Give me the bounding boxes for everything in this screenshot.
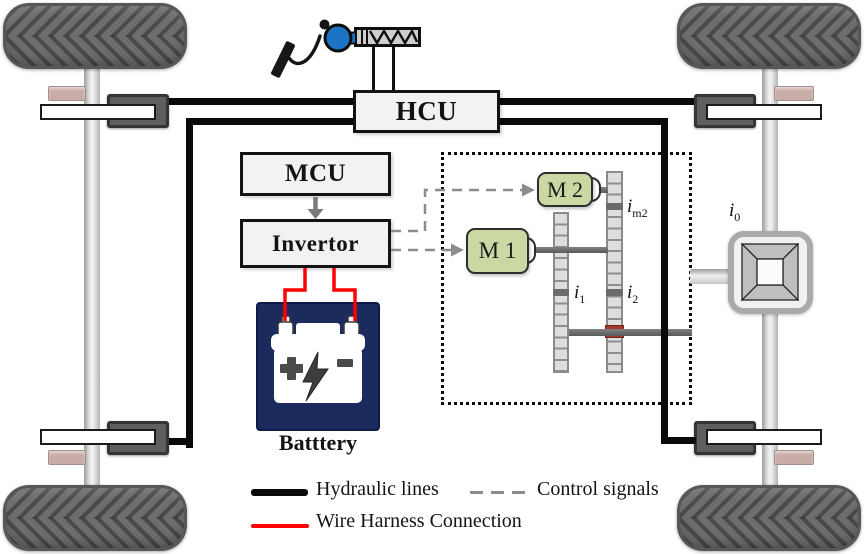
ratio-label-im2: im2: [627, 196, 648, 221]
ratio-label-i0: i0: [729, 200, 740, 225]
brake-bracket-rear-right: [706, 429, 822, 445]
invertor-label: Invertor: [271, 230, 360, 256]
hydraulic-line-rear-left-stub: [165, 438, 193, 445]
battery-icon: [256, 302, 380, 431]
hydraulic-line-rear-right-stub: [661, 437, 696, 444]
legend-swatch-wire-harness: [251, 524, 309, 528]
ratio-im2-sub: m2: [632, 205, 648, 220]
battery-plus-sign: [280, 357, 303, 380]
tire-front-right: [677, 3, 861, 69]
gear-rack-2-hub-upper: [606, 203, 623, 210]
motor2-shaft: [596, 187, 608, 193]
legend-swatch-hydraulic: [251, 489, 308, 496]
wire-harness-left: [283, 268, 307, 321]
mcu-label: MCU: [284, 160, 347, 187]
brake-booster-icon: [323, 23, 353, 53]
gear-rack-2-hub-lower: [606, 289, 623, 296]
ratio-i1-sub: 1: [579, 291, 586, 306]
ratio-im2-base: i: [627, 196, 633, 217]
control-arrowhead-m1-icon: [451, 243, 464, 257]
brake-pad-rear-right: [774, 450, 814, 465]
legend-label-hydraulic: Hydraulic lines: [316, 478, 439, 500]
pedal-lever: [287, 34, 322, 66]
master-cylinder-spring: [361, 30, 418, 44]
mcu-arrowhead-icon: [307, 209, 324, 219]
cylinder-rod-left: [372, 46, 375, 91]
motor1-shaft: [532, 247, 608, 253]
ratio-label-i2: i2: [627, 282, 638, 307]
differential-gear-glyph: [741, 243, 799, 301]
battery-minus-sign: [337, 359, 353, 367]
motor1-label: M 1: [478, 238, 517, 263]
invertor-box: Invertor: [240, 219, 391, 268]
tire-rear-left: [3, 485, 187, 551]
battery-bolt-icon: [302, 351, 329, 402]
motor2-label: M 2: [546, 176, 584, 202]
ratio-i2-base: i: [627, 282, 633, 303]
hydraulic-line-right-vertical: [661, 118, 668, 444]
output-shaft: [569, 329, 692, 336]
legend-label-wire-harness: Wire Harness Connection: [316, 510, 522, 532]
pedal-pivot-icon: [319, 19, 330, 30]
gear-rack-2: [606, 171, 623, 373]
ratio-i0-sub: 0: [734, 209, 741, 224]
motor1-box: M 1: [466, 228, 529, 274]
control-signal-to-m2: [391, 188, 522, 233]
wire-harness-right: [332, 268, 357, 321]
hydraulic-line-right-horizontal: [497, 118, 668, 125]
ratio-i0-base: i: [729, 200, 735, 221]
brake-bracket-rear-left: [40, 429, 156, 445]
brake-pad-front-left: [48, 86, 86, 101]
hydraulic-line-left-horizontal: [186, 118, 356, 125]
tire-rear-right: [677, 485, 861, 551]
ratio-i2-sub: 2: [632, 291, 639, 306]
ratio-label-i1: i1: [574, 282, 585, 307]
brake-pad-front-right: [774, 86, 814, 101]
legend-swatch-control: [470, 491, 526, 494]
legend-label-control: Control signals: [537, 478, 659, 500]
mcu-box: MCU: [240, 152, 391, 196]
hydraulic-line-left-vertical: [186, 118, 193, 448]
brake-pad-rear-left: [48, 450, 86, 465]
tire-front-left: [3, 3, 187, 69]
battery-label: Batttery: [278, 430, 358, 455]
hcu-label: HCU: [395, 96, 458, 126]
hcu-box: HCU: [353, 90, 500, 133]
cylinder-rod-right: [392, 46, 395, 91]
control-arrowhead-m2-icon: [522, 183, 535, 197]
left-axle-shaft: [84, 60, 100, 492]
differential-icon: [728, 231, 813, 314]
brake-bracket-front-right: [706, 104, 822, 120]
gear-rack-1-hub: [553, 289, 569, 296]
brake-bracket-front-left: [40, 104, 156, 120]
ratio-i1-base: i: [574, 282, 580, 303]
differential-input-shaft: [690, 269, 730, 284]
motor2-box: M 2: [537, 172, 593, 207]
